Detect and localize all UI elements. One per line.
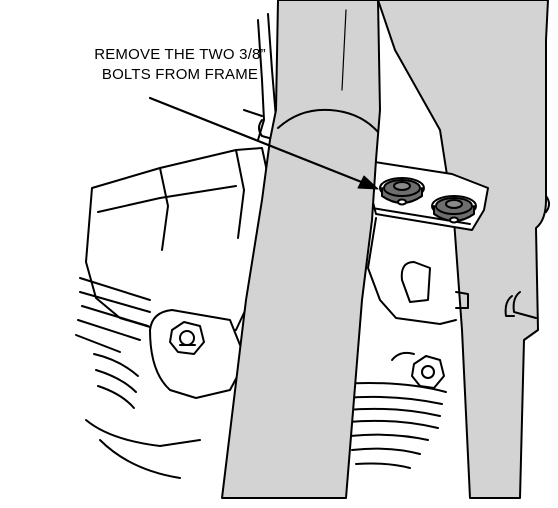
frame-bolt-1 xyxy=(379,177,425,206)
engine-cylinder xyxy=(75,147,269,479)
frame-mount-plate xyxy=(361,159,489,325)
instruction-callout: REMOVE THE TWO 3/8” BOLTS FROM FRAME xyxy=(60,45,300,85)
right-fork-tube xyxy=(377,0,550,499)
mount-bolt-left xyxy=(169,321,205,355)
callout-arrow xyxy=(148,96,379,190)
frame-headstock xyxy=(243,13,277,141)
callout-line-2: BOLTS FROM FRAME xyxy=(101,66,259,83)
callout-line-1: REMOVE THE TWO 3/8” xyxy=(94,46,266,63)
lower-right-mount xyxy=(339,351,447,469)
frame-bolt-2 xyxy=(431,195,477,224)
left-fork-tube xyxy=(221,0,381,499)
